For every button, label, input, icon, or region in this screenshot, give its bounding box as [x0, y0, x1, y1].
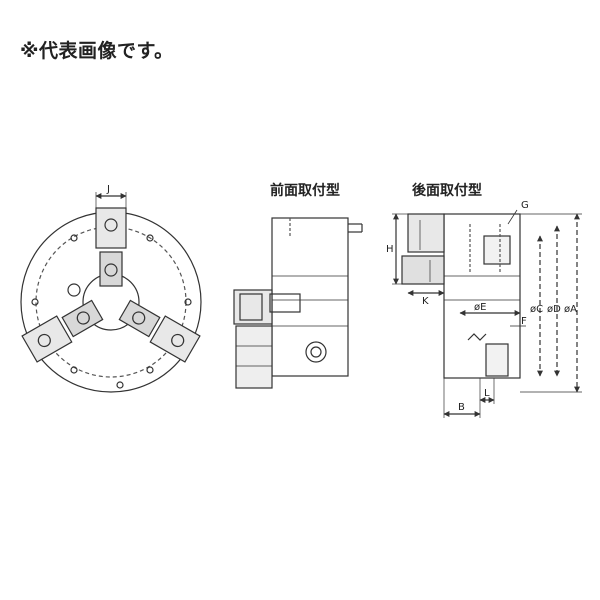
dim-A-label: øA: [564, 304, 577, 315]
bore: [483, 235, 511, 265]
bolt-hole: [116, 381, 124, 389]
chuck-body-section: [443, 213, 521, 379]
dim-H-label: H: [386, 244, 394, 255]
jaw-lower-section: [401, 255, 445, 285]
dim-E-label: øE: [474, 302, 486, 313]
dim-L-label: L: [484, 388, 490, 399]
bolt-hole: [70, 366, 78, 374]
jaw-upper-section: [407, 213, 445, 253]
jaw-lower-side: [235, 325, 273, 389]
dim-F-label: F: [521, 316, 527, 327]
bolt-circle: [35, 226, 187, 378]
pinion-socket: [305, 341, 327, 363]
bolt-hole: [146, 366, 154, 374]
bolt-hole: [184, 298, 192, 306]
front-mount-caption: 前面取付型: [270, 183, 340, 199]
pinion-hole: [67, 283, 81, 297]
dim-D-label: øD: [547, 304, 561, 315]
jaw-top: [95, 207, 127, 287]
rear-mount-view: [392, 209, 582, 418]
chuck-body-side: [271, 217, 349, 377]
dim-K-label: K: [422, 296, 429, 307]
jaw-lower-left: [118, 299, 201, 363]
lower-bore: [485, 343, 509, 377]
dim-C-label: øC: [530, 304, 543, 315]
representative-image-note: ※代表画像です。: [20, 40, 174, 62]
dim-G-label: G: [521, 200, 529, 211]
jaw-lower-right: [21, 299, 104, 363]
rear-mount-caption: 後面取付型: [412, 183, 482, 199]
front-mount-view: [233, 217, 363, 389]
front-view: [20, 192, 202, 393]
dim-B-label: B: [458, 402, 465, 413]
thread: [467, 333, 487, 341]
bolt-hole: [31, 298, 39, 306]
dim-J-label: J: [106, 184, 110, 195]
bolt-hole: [70, 234, 78, 242]
dim-G-leader: [507, 209, 518, 225]
bolt-hole: [146, 234, 154, 242]
